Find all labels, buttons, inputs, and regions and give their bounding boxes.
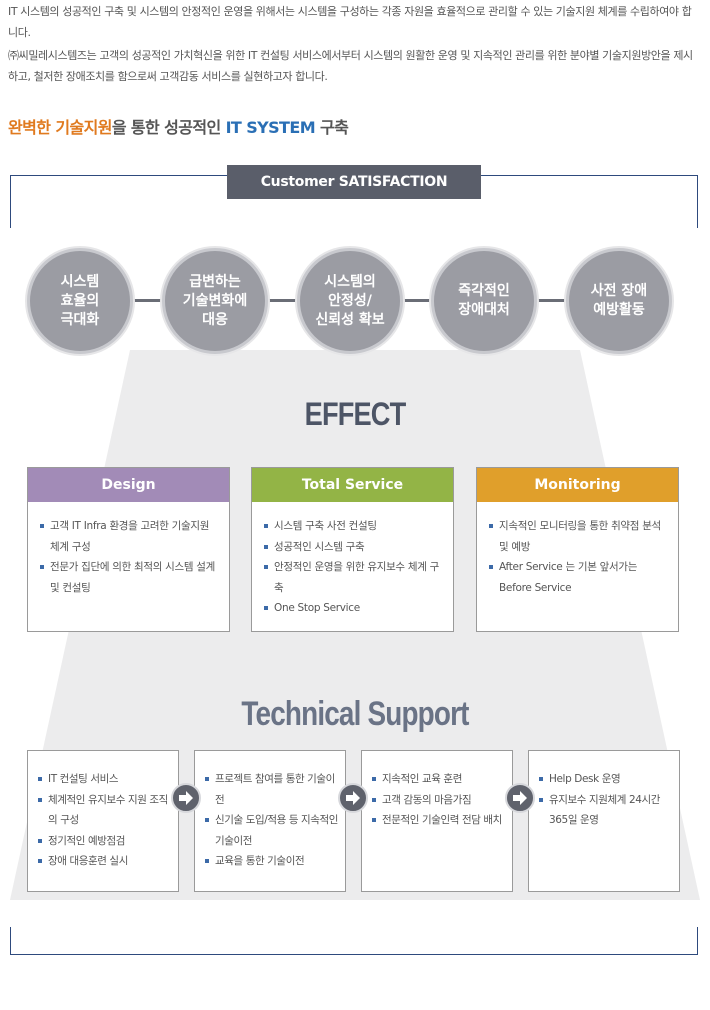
circle-tech-change: 급변하는 기술변화에 대응 — [162, 248, 268, 354]
headline-it-system: IT SYSTEM — [225, 118, 316, 137]
frame-right-top — [697, 175, 698, 228]
frame-right-bottom — [697, 927, 698, 955]
list-item: 유지보수 지원체계 24시간 365일 운영 — [539, 790, 673, 831]
customer-satisfaction-label: Customer SATISFACTION — [227, 165, 481, 199]
circle-stability: 시스템의 안정성/ 신뢰성 확보 — [297, 248, 403, 354]
list-item: One Stop Service — [264, 598, 443, 619]
list-item: 성공적인 시스템 구축 — [264, 537, 443, 558]
support-box-2: 프로젝트 참여를 통한 기술이전 신기술 도입/적용 등 지속적인 기술이전 교… — [194, 750, 346, 892]
design-list: 고객 IT Infra 환경을 고려한 기술지원 체계 구성 전문가 집단에 의… — [28, 502, 229, 598]
arrow-right-icon — [171, 783, 201, 813]
frame-left-bottom — [10, 927, 11, 955]
list-item: IT 컨설팅 서비스 — [38, 769, 172, 790]
list-item: 전문적인 기술인력 전담 배치 — [372, 810, 506, 831]
list-item: After Service 는 기본 앞서가는 Before Service — [489, 557, 668, 598]
total-service-list: 시스템 구축 사전 컨설팅 성공적인 시스템 구축 안정적인 운영을 위한 유지… — [252, 502, 453, 619]
frame-top-left — [10, 175, 227, 176]
list-item: 안정적인 운영을 위한 유지보수 체계 구축 — [264, 557, 443, 598]
list-item: 고객 감동의 마음가짐 — [372, 790, 506, 811]
support-list-2: 프로젝트 참여를 통한 기술이전 신기술 도입/적용 등 지속적인 기술이전 교… — [195, 751, 345, 872]
support-box-3: 지속적인 교육 훈련 고객 감동의 마음가짐 전문적인 기술인력 전담 배치 — [361, 750, 513, 892]
support-box-4: Help Desk 운영 유지보수 지원체계 24시간 365일 운영 — [528, 750, 680, 892]
technical-support-label: Technical Support — [241, 695, 469, 733]
total-service-title: Total Service — [252, 468, 453, 502]
frame-left-top — [10, 175, 11, 228]
support-list-3: 지속적인 교육 훈련 고객 감동의 마음가짐 전문적인 기술인력 전담 배치 — [362, 751, 512, 831]
list-item: 전문가 집단에 의한 최적의 시스템 설계 및 컨설팅 — [40, 557, 219, 598]
effect-label: EFFECT — [304, 396, 407, 432]
monitoring-box: Monitoring 지속적인 모니터링을 통한 취약점 분석 및 예방 Aft… — [476, 467, 679, 632]
monitoring-list: 지속적인 모니터링을 통한 취약점 분석 및 예방 After Service … — [477, 502, 678, 598]
frame-bottom — [10, 954, 698, 955]
intro-text: IT 시스템의 성공적인 구축 및 시스템의 안정적인 운영을 위해서는 시스템… — [8, 2, 698, 90]
list-item: 시스템 구축 사전 컨설팅 — [264, 516, 443, 537]
total-service-box: Total Service 시스템 구축 사전 컨설팅 성공적인 시스템 구축 … — [251, 467, 454, 632]
support-box-1: IT 컨설팅 서비스 체계적인 유지보수 지원 조직의 구성 정기적인 예방점검… — [27, 750, 179, 892]
list-item: 교육을 통한 기술이전 — [205, 851, 339, 872]
support-list-1: IT 컨설팅 서비스 체계적인 유지보수 지원 조직의 구성 정기적인 예방점검… — [28, 751, 178, 872]
list-item: 체계적인 유지보수 지원 조직의 구성 — [38, 790, 172, 831]
headline-end: 구축 — [315, 118, 349, 137]
list-item: 지속적인 교육 훈련 — [372, 769, 506, 790]
circle-prevention: 사전 장애 예방활동 — [566, 248, 672, 354]
headline-text: 을 통한 성공적인 — [111, 118, 226, 137]
list-item: 신기술 도입/적용 등 지속적인 기술이전 — [205, 810, 339, 851]
design-box: Design 고객 IT Infra 환경을 고려한 기술지원 체계 구성 전문… — [27, 467, 230, 632]
monitoring-title: Monitoring — [477, 468, 678, 502]
headline-highlight: 완벽한 기술지원 — [8, 118, 112, 137]
section-headline: 완벽한 기술지원을 통한 성공적인 IT SYSTEM 구축 — [8, 114, 349, 138]
list-item: 장애 대응훈련 실시 — [38, 851, 172, 872]
list-item: 지속적인 모니터링을 통한 취약점 분석 및 예방 — [489, 516, 668, 557]
arrow-right-icon — [338, 783, 368, 813]
circle-quick-response: 즉각적인 장애대처 — [431, 248, 537, 354]
intro-paragraph-2: ㈜씨밀레시스템즈는 고객의 성공적인 가치혁신을 위한 IT 컨설팅 서비스에서… — [8, 49, 693, 83]
list-item: Help Desk 운영 — [539, 769, 673, 790]
support-list-4: Help Desk 운영 유지보수 지원체계 24시간 365일 운영 — [529, 751, 679, 831]
list-item: 정기적인 예방점검 — [38, 831, 172, 852]
list-item: 프로젝트 참여를 통한 기술이전 — [205, 769, 339, 810]
circle-efficiency: 시스템 효율의 극대화 — [27, 248, 133, 354]
arrow-right-icon — [505, 783, 535, 813]
frame-top-right — [481, 175, 698, 176]
intro-paragraph-1: IT 시스템의 성공적인 구축 및 시스템의 안정적인 운영을 위해서는 시스템… — [8, 5, 692, 39]
design-title: Design — [28, 468, 229, 502]
list-item: 고객 IT Infra 환경을 고려한 기술지원 체계 구성 — [40, 516, 219, 557]
